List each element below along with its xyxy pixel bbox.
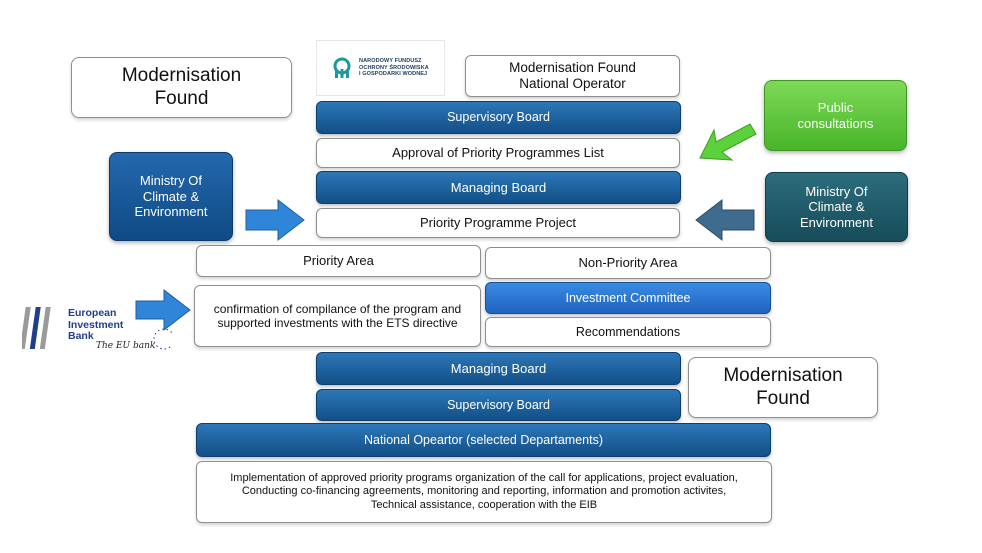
green-arrow-icon <box>699 123 757 161</box>
national-operator-box: National Opeartor (selected Departaments… <box>196 423 771 457</box>
priority-programme-project-box: Priority Programme Project <box>316 208 680 238</box>
arrow-right-icon <box>245 198 305 242</box>
nfosigw-emblem-icon <box>333 57 351 78</box>
approval-priority-list-box: Approval of Priority Programmes List <box>316 138 680 168</box>
recommendations-box: Recommendations <box>485 317 771 347</box>
supervisory-board-top: Supervisory Board <box>316 101 681 134</box>
managing-board-top: Managing Board <box>316 171 681 204</box>
managing-board-bottom: Managing Board <box>316 352 681 385</box>
priority-area-box: Priority Area <box>196 245 481 277</box>
supervisory-board-bottom: Supervisory Board <box>316 389 681 421</box>
implementation-box: Implementation of approved priority prog… <box>196 461 772 523</box>
confirmation-box: confirmation of compilance of the progra… <box>194 285 481 347</box>
nfosigw-wordmark: NARODOWY FUNDUSZ OCHRONY ŚRODOWISKA I GO… <box>359 57 429 78</box>
eib-wordmark: European Investment Bank <box>68 307 124 343</box>
eib-tagline: The EU bank <box>96 341 156 351</box>
investment-committee-box: Investment Committee <box>485 282 771 314</box>
ministry-climate-right: Ministry Of Climate & Environment <box>765 172 908 242</box>
non-priority-area-box: Non-Priority Area <box>485 247 771 279</box>
arrow-left-icon <box>695 198 755 242</box>
nfosigw-logo: NARODOWY FUNDUSZ OCHRONY ŚRODOWISKA I GO… <box>316 40 445 96</box>
eib-logo <box>22 307 172 350</box>
ministry-climate-left: Ministry Of Climate & Environment <box>109 152 233 241</box>
eib-arrow-right-icon <box>135 288 191 332</box>
